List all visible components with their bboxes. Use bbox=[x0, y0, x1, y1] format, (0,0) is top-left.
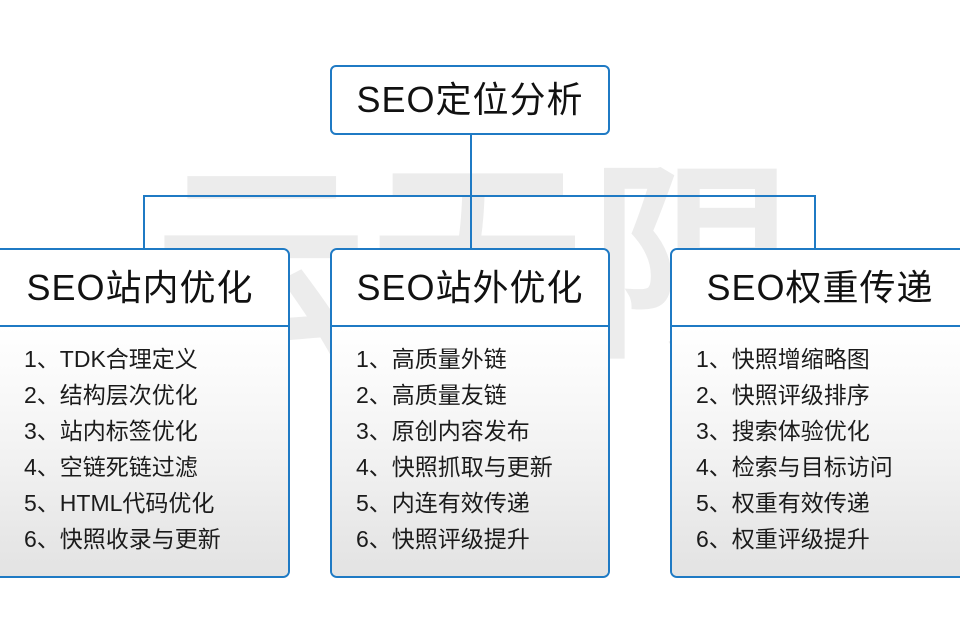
list-item: 2、高质量友链 bbox=[356, 382, 507, 408]
root-node-title: SEO定位分析 bbox=[356, 79, 584, 120]
list-item: 1、TDK合理定义 bbox=[24, 346, 198, 372]
branch-header-label-3: SEO权重传递 bbox=[706, 266, 934, 308]
list-item: 2、快照评级排序 bbox=[696, 382, 870, 408]
list-item: 5、权重有效传递 bbox=[696, 490, 870, 516]
list-item: 4、检索与目标访问 bbox=[696, 454, 893, 480]
list-item: 6、快照评级提升 bbox=[356, 526, 530, 552]
connector-drop-left bbox=[143, 195, 145, 248]
branch-node-seo-weight[interactable]: SEO权重传递 1、快照增缩略图 2、快照评级排序 3、搜索体验优化 4、检索与… bbox=[670, 248, 960, 578]
list-item: 3、搜索体验优化 bbox=[696, 418, 870, 444]
list-item: 4、空链死链过滤 bbox=[24, 454, 198, 480]
list-item: 3、站内标签优化 bbox=[24, 418, 198, 444]
list-item: 4、快照抓取与更新 bbox=[356, 454, 553, 480]
root-node[interactable]: SEO定位分析 bbox=[330, 65, 610, 135]
list-item: 1、快照增缩略图 bbox=[696, 346, 870, 372]
list-item: 5、内连有效传递 bbox=[356, 490, 530, 516]
branch-node-seo-offsite[interactable]: SEO站外优化 1、高质量外链 2、高质量友链 3、原创内容发布 4、快照抓取与… bbox=[330, 248, 610, 578]
branch-header-1: SEO站内优化 bbox=[0, 250, 288, 327]
branch-list-2: 1、高质量外链 2、高质量友链 3、原创内容发布 4、快照抓取与更新 5、内连有… bbox=[332, 327, 608, 576]
connector-horizontal-bar bbox=[143, 195, 816, 197]
list-item: 6、权重评级提升 bbox=[696, 526, 870, 552]
branch-header-label-1: SEO站内优化 bbox=[26, 266, 254, 308]
list-item: 5、HTML代码优化 bbox=[24, 490, 215, 516]
branch-header-label-2: SEO站外优化 bbox=[356, 266, 584, 308]
branch-header-3: SEO权重传递 bbox=[672, 250, 960, 327]
connector-drop-right bbox=[814, 195, 816, 248]
list-item: 6、快照收录与更新 bbox=[24, 526, 221, 552]
connector-title-stem bbox=[470, 134, 472, 197]
list-item: 2、结构层次优化 bbox=[24, 382, 198, 408]
branch-list-1: 1、TDK合理定义 2、结构层次优化 3、站内标签优化 4、空链死链过滤 5、H… bbox=[0, 327, 288, 576]
list-item: 1、高质量外链 bbox=[356, 346, 507, 372]
branch-header-2: SEO站外优化 bbox=[332, 250, 608, 327]
branch-node-seo-onsite[interactable]: SEO站内优化 1、TDK合理定义 2、结构层次优化 3、站内标签优化 4、空链… bbox=[0, 248, 290, 578]
list-item: 3、原创内容发布 bbox=[356, 418, 530, 444]
connector-drop-middle bbox=[470, 195, 472, 248]
branch-list-3: 1、快照增缩略图 2、快照评级排序 3、搜索体验优化 4、检索与目标访问 5、权… bbox=[672, 327, 960, 576]
